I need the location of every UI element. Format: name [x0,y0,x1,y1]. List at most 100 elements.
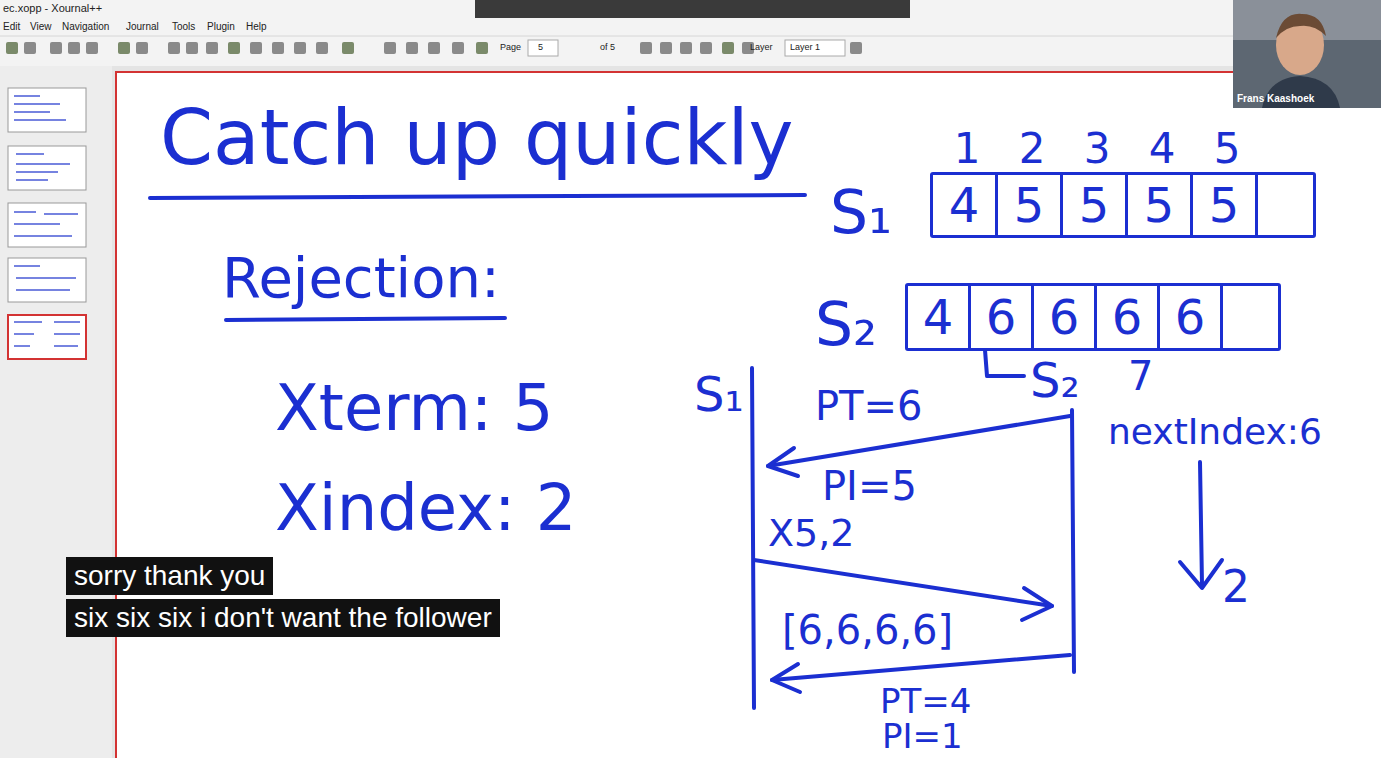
toolbar-icon [316,42,328,54]
menu-text: Edit [3,22,20,32]
toolbar-icon [272,42,284,54]
toolbar-icons [6,42,862,54]
toolbar-icon [452,42,464,54]
s1-timeline [752,368,754,708]
log-outline: 45555 [930,172,1316,238]
menu-text: Navigation [62,22,109,32]
toolbar-icon [50,42,62,54]
message-arrow [772,655,1070,680]
term-number: 6 [986,293,1017,341]
message-arrow [754,560,1052,606]
handwritten-note: PI=1 [882,719,963,753]
page-sheet [116,72,1381,758]
term-number: 4 [923,293,954,341]
webcam-hair [1276,14,1326,38]
toolbar-icon [850,42,862,54]
handwritten-note: X5,2 [768,514,854,552]
sidebar [0,66,112,758]
video-bar [475,0,910,18]
log-entry: 5 [1193,175,1258,235]
handwritten-note: Xindex: 2 [275,476,577,540]
toolbar-icon [86,42,98,54]
handwritten-note: PI=5 [822,466,917,506]
menu-text: 5 [538,43,543,52]
log-array: S₂46666 [815,280,1281,354]
toolbar-icon [680,42,692,54]
log-entry: 6 [971,286,1034,348]
toolbar-icon [206,42,218,54]
term-number: 5 [1144,181,1175,229]
toolbar-icon [24,42,36,54]
server-label: S₂ [815,280,905,354]
term-number: 5 [1209,181,1240,229]
log-empty-tail [1223,286,1278,348]
term-number: 4 [949,181,980,229]
page-border [116,72,1381,758]
log-outline: 46666 [905,283,1281,351]
handwritten-note: Rejection: [222,250,500,306]
menu-text: ec.xopp - Xournal++ [3,3,102,14]
page-thumbnail [8,258,86,302]
handwritten-note: 2 [1222,565,1250,609]
toolbar-icon [640,42,652,54]
handwritten-note: S₂ [1030,356,1080,404]
layer-select [785,40,845,56]
handwritten-note: 5 [1214,128,1241,170]
heading-underline [226,318,505,320]
down-arrow [1200,462,1202,585]
page-thumbnail [8,203,86,247]
s2-timeline [1072,410,1074,672]
menu-text: of 5 [600,43,615,52]
menu-text: Plugin [207,22,235,32]
handwritten-note: 1 [954,128,981,170]
arrow-head [1022,588,1052,620]
menu-divider [0,36,1233,37]
toolbar-icon [476,42,488,54]
term-number: 6 [1175,293,1206,341]
toolbar-icon [118,42,130,54]
handwritten-note: 7 [1128,356,1153,396]
log-entry: 6 [1097,286,1160,348]
menu-text: Layer 1 [790,43,820,52]
arrow-head [768,448,798,476]
toolbar-icon [384,42,396,54]
arrow-head [1180,560,1222,588]
toolbar-icon [186,42,198,54]
log-entry: 5 [1063,175,1128,235]
page-heading: Catch up quickly [160,100,794,176]
handwritten-note: nextIndex:6 [1108,414,1322,450]
toolbar-icon [342,42,354,54]
toolbar-icon [136,42,148,54]
hook-stroke [985,350,1024,376]
term-number: 6 [1049,293,1080,341]
toolbar-icon [428,42,440,54]
log-entry: 4 [933,175,998,235]
window-chrome [0,0,1381,66]
log-empty-tail [1258,175,1313,235]
subtitle-line: sorry thank you [66,557,273,595]
toolbar-icon [294,42,306,54]
menu-text: Tools [172,22,195,32]
subtitle-line: six six six i don't want the follower [66,599,500,637]
toolbar-icon [660,42,672,54]
handwritten-note: 4 [1149,128,1176,170]
title-underline [150,195,805,198]
menu-text: Page [500,43,521,52]
term-number: 5 [1014,181,1045,229]
menu-text: Help [246,22,267,32]
thumbnail-scribbles [14,96,80,346]
webcam-frame [1233,0,1381,108]
log-entry: 5 [1128,175,1193,235]
log-entry: 5 [998,175,1063,235]
menu-text: View [30,22,52,32]
toolbar-icon [228,42,240,54]
toolbar-icon [6,42,18,54]
toolbar-icon [168,42,180,54]
arrow-head [772,664,800,692]
webcam-name: Frans Kaashoek [1237,94,1314,104]
handwritten-note: PT=4 [880,684,971,718]
log-entry: 6 [1160,286,1223,348]
handwritten-note: 3 [1084,128,1111,170]
page-thumbnail [8,88,86,132]
